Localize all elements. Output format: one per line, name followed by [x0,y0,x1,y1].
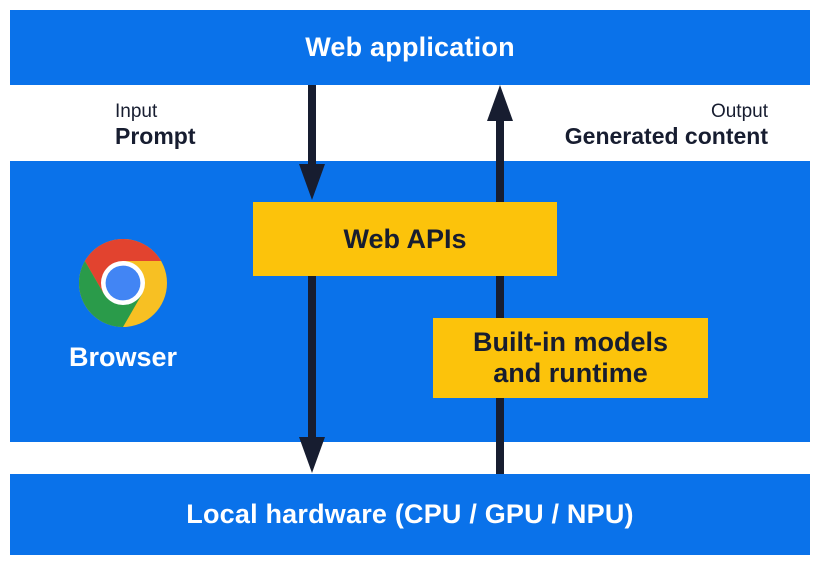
down-arrowhead-to-web-apis [299,164,325,200]
local-hardware-bar: Local hardware (CPU / GPU / NPU) [10,474,810,555]
web-apis-box: Web APIs [253,202,557,276]
builtin-models-line2: and runtime [493,358,648,388]
builtin-models-line1: Built-in models [473,327,668,357]
web-apis-label: Web APIs [343,223,467,254]
web-application-bar: Web application [10,10,810,85]
web-application-label: Web application [305,32,515,62]
output-value-generated-content: Generated content [564,123,768,149]
browser-label: Browser [68,342,178,372]
down-arrow-shaft-bottom [308,276,316,440]
up-arrow-shaft [496,118,504,474]
chrome-browser-icon [79,239,167,327]
down-arrow-shaft-top [308,85,316,168]
down-arrowhead-to-local-hardware [299,437,325,473]
up-arrowhead-to-web-application [487,85,513,121]
local-hardware-label: Local hardware (CPU / GPU / NPU) [186,499,634,529]
input-title: Input [115,101,158,122]
output-title: Output [710,101,768,122]
builtin-models-box: Built-in models and runtime [433,318,708,398]
input-value-prompt: Prompt [115,123,196,149]
